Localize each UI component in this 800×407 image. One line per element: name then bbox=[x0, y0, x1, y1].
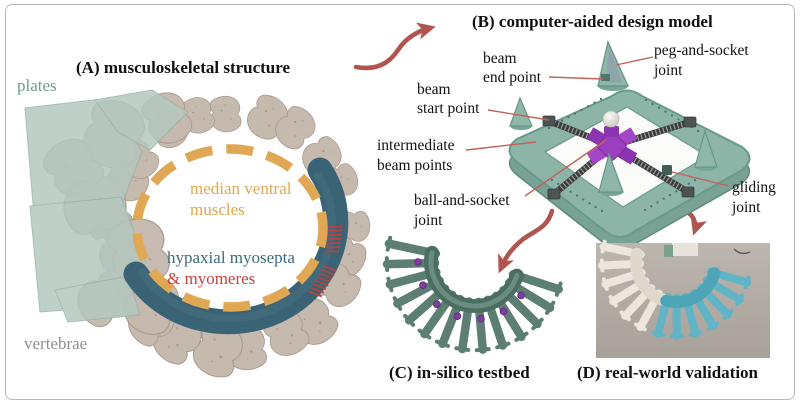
label-intermediate-line1: intermediate bbox=[377, 137, 455, 154]
panel-c-title: (C) in-silico testbed bbox=[389, 363, 530, 382]
label-gliding-line1: gliding bbox=[732, 179, 776, 196]
label-ball-socket-line2: joint bbox=[414, 212, 443, 229]
cad-model-illustration bbox=[508, 39, 751, 251]
label-median-ventral-line2: muscles bbox=[190, 200, 245, 219]
realworld-photo bbox=[596, 239, 770, 358]
arrow-a-to-b bbox=[353, 22, 436, 71]
panel-a-title: (A) musculoskeletal structure bbox=[76, 58, 291, 77]
label-median-ventral-line1: median ventral bbox=[190, 179, 292, 198]
median-muscle-ring bbox=[132, 144, 328, 312]
label-plates: plates bbox=[17, 76, 57, 95]
label-peg-socket-line2: joint bbox=[654, 62, 683, 79]
label-gliding-line2: joint bbox=[732, 199, 761, 216]
label-beam-start-line2: start point bbox=[417, 100, 480, 117]
label-ball-socket-line1: ball-and-socket bbox=[414, 192, 510, 209]
label-peg-socket-line1: peg-and-socket bbox=[654, 42, 749, 59]
label-beam-end-line2: end point bbox=[483, 69, 542, 86]
panel-b-title: (B) computer-aided design model bbox=[472, 12, 713, 31]
musculoskeletal-illustration bbox=[24, 89, 371, 378]
label-vertebrae: vertebrae bbox=[24, 334, 88, 353]
label-beam-end-line1: beam bbox=[483, 50, 517, 67]
label-hypaxial-line1: hypaxial myosepta bbox=[167, 248, 295, 267]
label-myomeres-line2: & myomeres bbox=[167, 269, 256, 288]
gliding-joint-slot bbox=[662, 165, 672, 175]
label-beam-start-line1: beam bbox=[417, 81, 451, 98]
insilico-testbed-illustration bbox=[382, 235, 563, 354]
panel-d-title: (D) real-world validation bbox=[577, 363, 759, 382]
beam-ball bbox=[602, 110, 620, 128]
ball-and-socket-cross bbox=[586, 110, 638, 165]
label-intermediate-line2: beam points bbox=[377, 157, 453, 174]
leader-lines bbox=[465, 56, 730, 197]
arrow-b-to-c bbox=[498, 208, 555, 274]
